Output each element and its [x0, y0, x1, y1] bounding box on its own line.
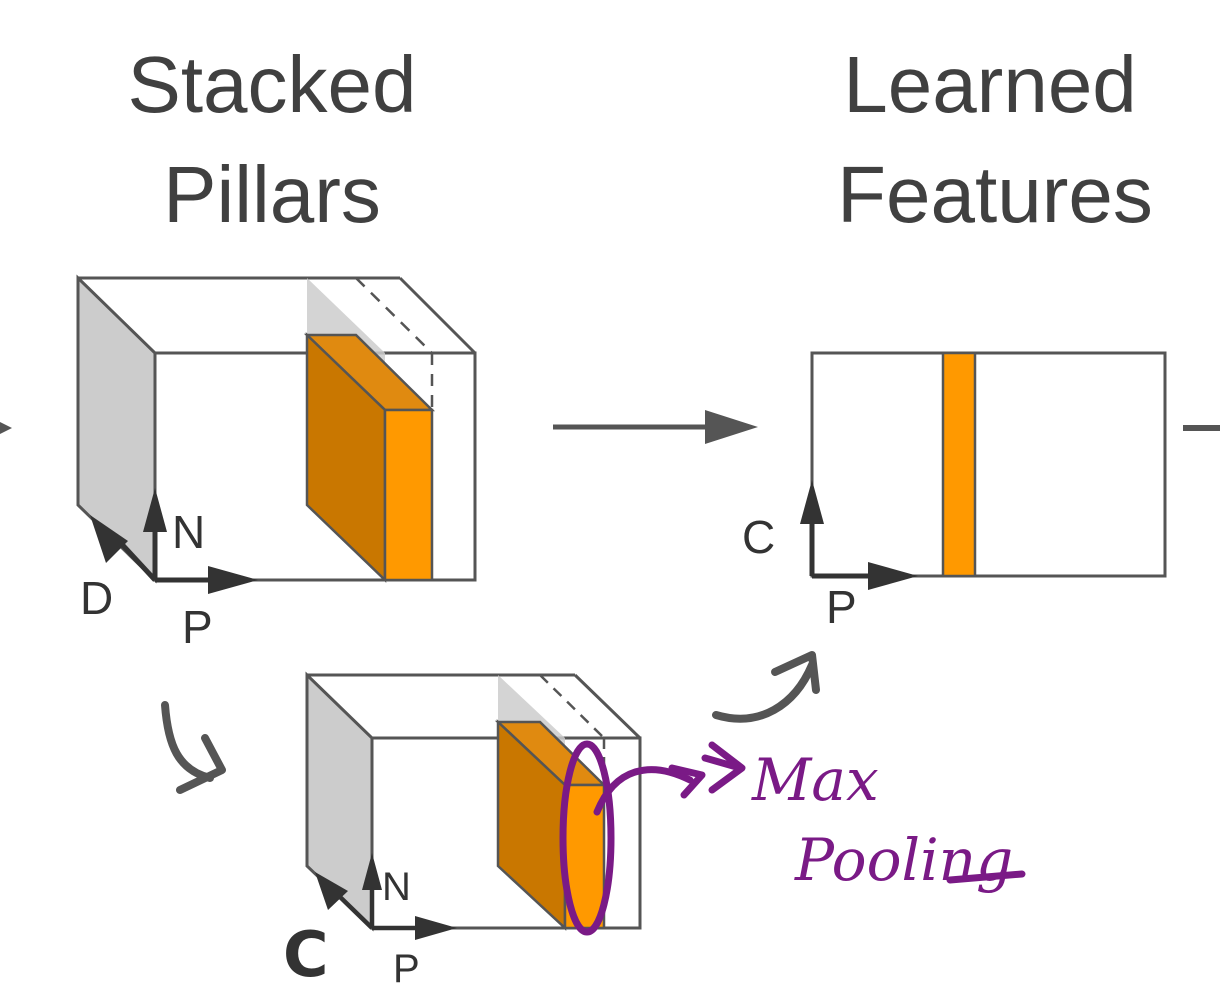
axis-label-n-2: N: [382, 865, 411, 909]
stacked-pillars-cube: N P D: [76, 274, 477, 653]
right-edge-arrow-fragment: [1183, 425, 1220, 431]
hand-arrow-down-curve: [161, 701, 214, 782]
annotation-arrow-head: [708, 741, 746, 794]
feature-column: [941, 351, 977, 578]
annotation-max: Max: [751, 746, 879, 814]
pooling-highlight-ellipse: [559, 740, 615, 936]
feature-map-rect: [810, 351, 1167, 578]
annotation-curve: [593, 766, 694, 816]
hand-arrow-down-head: [176, 734, 226, 794]
title-pillars: Pillars: [163, 150, 381, 239]
title-stacked: Stacked: [127, 40, 416, 129]
hand-arrow-up-curve: [712, 661, 816, 723]
pooling-cube: N P C: [283, 671, 642, 991]
left-edge-arrow-fragment: [0, 422, 12, 434]
pillar-front-face: [383, 408, 434, 582]
transform-arrow-head: [705, 410, 758, 444]
title-learned: Learned: [843, 40, 1137, 129]
max-pooling-annotation: Max Pooling: [559, 740, 1026, 936]
hand-arrow-up-head: [771, 651, 820, 694]
axis-label-c-2: C: [283, 918, 329, 991]
axis-c-arrow: [800, 480, 824, 524]
learned-features-map: C P: [742, 351, 1167, 633]
axis-label-d: D: [80, 572, 113, 624]
axis-p-arrow: [208, 566, 258, 594]
axis-label-p-2: P: [826, 581, 857, 633]
axis-d-arrow: [90, 515, 128, 563]
annotation-pooling: Pooling: [794, 826, 1013, 894]
axis-label-c: C: [742, 511, 775, 563]
axis-n-arrow: [143, 488, 167, 532]
axis-label-p-3: P: [393, 947, 420, 991]
title-features: Features: [837, 150, 1153, 239]
axis-label-p: P: [182, 601, 213, 653]
axis-label-n: N: [172, 506, 205, 558]
axis-p-arrow-2: [868, 562, 918, 590]
